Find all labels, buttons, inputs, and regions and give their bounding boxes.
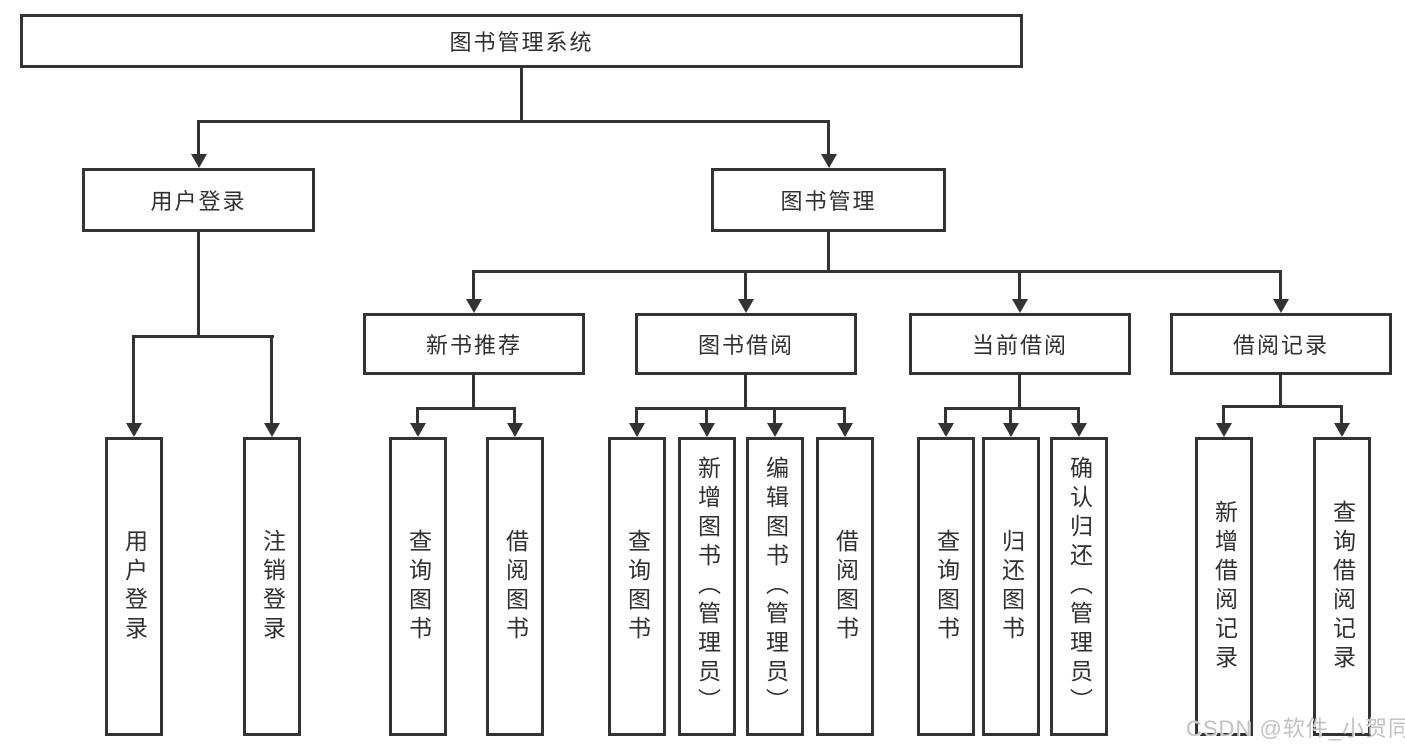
connector-records-rail	[1222, 405, 1342, 408]
arrow-down-icon	[836, 407, 853, 437]
connector-new-rec-rail	[416, 407, 516, 410]
connector-current-borrow-stem	[1018, 375, 1021, 407]
leaf-confirm-return-admin: 确认归还（管理员）	[1050, 437, 1108, 736]
connector-current-borrow-rail	[944, 407, 1080, 410]
leaf-add-borrow-record: 新增借阅记录	[1195, 437, 1253, 736]
arrow-down-icon	[1070, 407, 1087, 437]
connector-book-borrow-rail	[635, 407, 845, 410]
arrow-down-icon	[766, 407, 783, 437]
node-new-book-recommend: 新书推荐	[363, 313, 585, 375]
node-root: 图书管理系统	[20, 14, 1023, 68]
leaf-add-book-admin: 新增图书（管理员）	[678, 437, 736, 736]
node-book-management: 图书管理	[711, 168, 946, 232]
arrow-down-icon	[698, 407, 715, 437]
leaf-rec-query-books: 查询图书	[389, 437, 447, 736]
leaf-query-borrow-record: 查询借阅记录	[1313, 437, 1371, 736]
leaf-borrow-book: 借阅图书	[816, 437, 874, 736]
arrow-down-icon	[820, 120, 837, 168]
connector-root-stem	[520, 68, 523, 120]
csdn-watermark: CSDN @软件_小贺同学	[1186, 716, 1405, 741]
connector-user-login-rail	[132, 335, 274, 338]
connector-user-login-stem	[197, 232, 200, 335]
leaf-current-query-books: 查询图书	[917, 437, 975, 736]
connector-book-mgmt-stem	[827, 232, 830, 270]
arrow-down-icon	[190, 120, 207, 168]
arrow-down-icon	[737, 270, 754, 313]
connector-book-borrow-stem	[744, 375, 747, 407]
arrow-down-icon	[263, 335, 280, 437]
leaf-edit-book-admin: 编辑图书（管理员）	[746, 437, 804, 736]
arrow-down-icon	[125, 335, 142, 437]
arrow-down-icon	[1272, 270, 1289, 313]
arrow-down-icon	[1011, 270, 1028, 313]
arrow-down-icon	[409, 407, 426, 437]
arrow-down-icon	[628, 407, 645, 437]
leaf-logout: 注销登录	[243, 437, 301, 736]
arrow-down-icon	[1215, 405, 1232, 437]
leaf-borrow-query-books: 查询图书	[608, 437, 666, 736]
connector-new-rec-stem	[472, 375, 475, 407]
connector-book-mgmt-rail	[472, 270, 1282, 273]
arrow-down-icon	[465, 270, 482, 313]
arrow-down-icon	[1002, 407, 1019, 437]
arrow-down-icon	[937, 407, 954, 437]
connector-records-stem	[1279, 375, 1282, 405]
node-current-borrow: 当前借阅	[909, 313, 1131, 375]
arrow-down-icon	[506, 407, 523, 437]
arrow-down-icon	[1333, 405, 1350, 437]
leaf-rec-borrow-books: 借阅图书	[486, 437, 544, 736]
node-book-borrow: 图书借阅	[635, 313, 857, 375]
node-user-login: 用户登录	[82, 168, 315, 232]
node-borrow-records: 借阅记录	[1170, 313, 1392, 375]
connector-root-rail	[197, 120, 830, 123]
leaf-return-books: 归还图书	[982, 437, 1040, 736]
leaf-user-login: 用户登录	[105, 437, 163, 736]
